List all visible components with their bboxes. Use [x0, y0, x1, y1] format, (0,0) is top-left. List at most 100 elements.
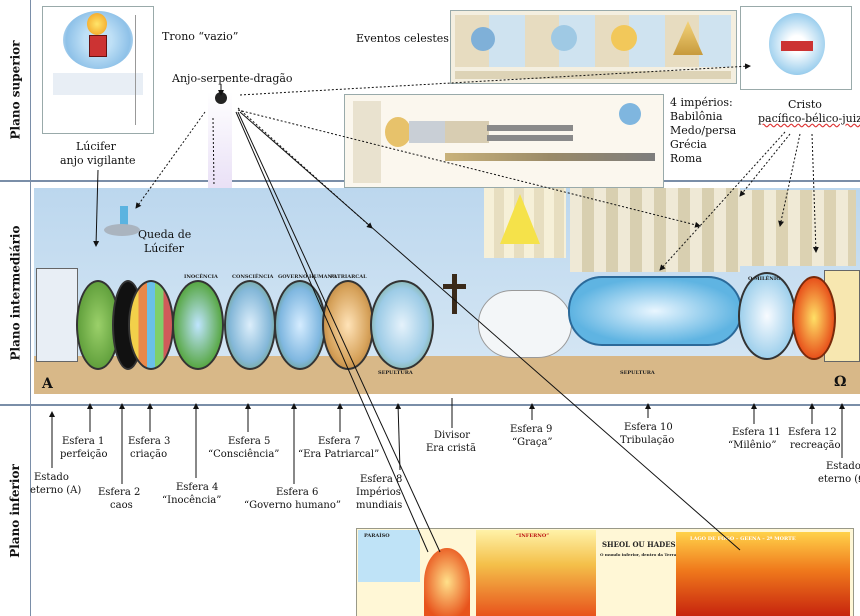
empires-globe — [619, 103, 641, 125]
label-estado-o-2: eterno (Ω) — [818, 474, 860, 485]
divisor-cross-post — [452, 274, 457, 314]
lago-de-fogo — [676, 532, 850, 616]
label-estado-a-2: eterno (A) — [30, 485, 82, 496]
celestial-globe-2 — [551, 25, 577, 51]
label-queda-1: Queda de — [138, 228, 192, 241]
label-e10-1: Esfera 10 — [624, 422, 673, 433]
arrow-group — [49, 63, 845, 553]
throne-caption-box — [53, 73, 143, 95]
label-e1-1: Esfera 1 — [62, 436, 105, 447]
caption-sepultura-2: SEPULTURA — [620, 370, 655, 376]
label-e8-2: Impérios — [356, 487, 401, 498]
label-e6-2: “Governo humano” — [244, 500, 342, 511]
empires-panel — [344, 94, 664, 188]
abismo-fire — [424, 548, 470, 616]
line-serpent-down — [212, 117, 215, 187]
celestial-events-panel — [450, 10, 737, 84]
label-e8-3: mundiais — [356, 500, 403, 511]
celestial-globe-1 — [471, 27, 495, 51]
band-separator-bottom — [0, 404, 860, 406]
arrow-serpent-to-fall — [135, 111, 206, 209]
christ-banner — [781, 41, 813, 51]
arrow-serpent-to-tribulation — [237, 109, 701, 228]
caption-milenio: O MILÊNIO — [748, 276, 781, 282]
arrow-serpent-to-christ — [239, 63, 751, 96]
label-roma: Roma — [670, 152, 702, 165]
label-estado-o-1: Estado — [826, 461, 860, 472]
label-e4-1: Esfera 4 — [176, 482, 219, 493]
arrow-lucifer-down — [93, 169, 100, 247]
label-e2-2: caos — [110, 500, 133, 511]
statue-head — [385, 117, 411, 147]
divisor-cross-beam — [443, 284, 466, 289]
sphere-12-recreacao — [792, 276, 836, 360]
empires-timeline-bar — [445, 153, 655, 161]
label-e8-1: Esfera 8 — [360, 474, 403, 485]
throne-panel — [42, 6, 154, 134]
caption-lago: LAGO DE FOGO – GEENA – 2ª MORTE — [690, 536, 796, 542]
inferno-box — [476, 530, 596, 616]
recreacao-upper-columns — [740, 190, 856, 266]
label-anjo: Anjo-serpente-dragão — [172, 72, 293, 85]
label-e1-2: perfeição — [60, 449, 108, 460]
caption-inferno: “INFERNO” — [516, 533, 550, 539]
caption-consciencia: CONSCIÊNCIA — [232, 274, 274, 280]
arrow-christ-3 — [811, 133, 819, 253]
celestial-globe-3 — [611, 25, 637, 51]
lucifer-falling-figure — [120, 206, 128, 226]
caption-sepultura-1: SEPULTURA — [378, 370, 413, 376]
sphere-11-milenio — [738, 272, 796, 360]
label-e6-1: Esfera 6 — [276, 487, 319, 498]
line-serpent-to-paraiso — [235, 111, 429, 553]
label-babilonia: Babilônia — [670, 110, 723, 123]
label-eventos: Eventos celestes — [356, 32, 449, 45]
caption-patriarcal: PATRIARCAL — [330, 274, 367, 280]
throne-frame-line — [135, 15, 152, 125]
label-e7-1: Esfera 7 — [318, 436, 361, 447]
sphere-8-imperios — [370, 280, 434, 370]
arrow-e8 — [395, 403, 402, 471]
chart-bottom-strip — [34, 394, 860, 402]
label-e4-2: “Inocência” — [162, 495, 222, 506]
label-cristo-1: Cristo — [788, 98, 822, 111]
alpha-symbol: A — [42, 376, 53, 392]
label-e10-2: Tribulação — [620, 435, 675, 446]
paraiso-box — [358, 530, 420, 582]
label-lucifer-1: Lúcifer — [76, 140, 116, 153]
line-serpent-to-lago — [239, 111, 741, 551]
label-e3-1: Esfera 3 — [128, 436, 171, 447]
label-estado-a-1: Estado — [34, 472, 69, 483]
band-column-divider — [30, 0, 31, 616]
label-e2-1: Esfera 2 — [98, 487, 141, 498]
eternity-left-box — [36, 268, 78, 362]
tribulacao-upper-columns — [570, 188, 740, 272]
throne-seat — [89, 35, 107, 57]
caption-sheol-1: SHEOL OU HADES — [602, 540, 676, 549]
arrow-christ-1 — [739, 133, 791, 197]
lucifer-wings — [104, 224, 140, 236]
label-cristo-2: pacífico-bélico-juiz — [758, 112, 860, 125]
label-e11-2: “Milênio” — [728, 440, 777, 451]
label-lucifer-2: anjo vigilante — [60, 154, 136, 167]
label-grecia: Grécia — [670, 138, 707, 151]
label-e5-1: Esfera 5 — [228, 436, 271, 447]
christ-panel — [740, 6, 852, 90]
chart-ground — [34, 356, 860, 400]
omega-symbol: Ω — [834, 374, 847, 390]
label-e11-1: Esfera 11 — [732, 427, 781, 438]
label-medo: Medo/persa — [670, 124, 737, 137]
label-divisor-1: Divisor — [434, 430, 470, 441]
label-e12-1: Esfera 12 — [788, 427, 837, 438]
line-serpent-to-abismo — [237, 111, 441, 553]
label-e12-2: recreação — [790, 440, 841, 451]
statue-belly — [445, 121, 489, 143]
throne-glory — [87, 13, 107, 35]
label-e9-2: “Graça” — [512, 437, 553, 448]
caption-paraiso: PARAÍSO — [364, 533, 390, 539]
label-divisor-2: Era cristã — [426, 443, 476, 454]
label-trono: Trono “vazio” — [162, 30, 239, 43]
label-e3-2: criação — [130, 449, 168, 460]
sphere-9-graca — [478, 290, 572, 358]
